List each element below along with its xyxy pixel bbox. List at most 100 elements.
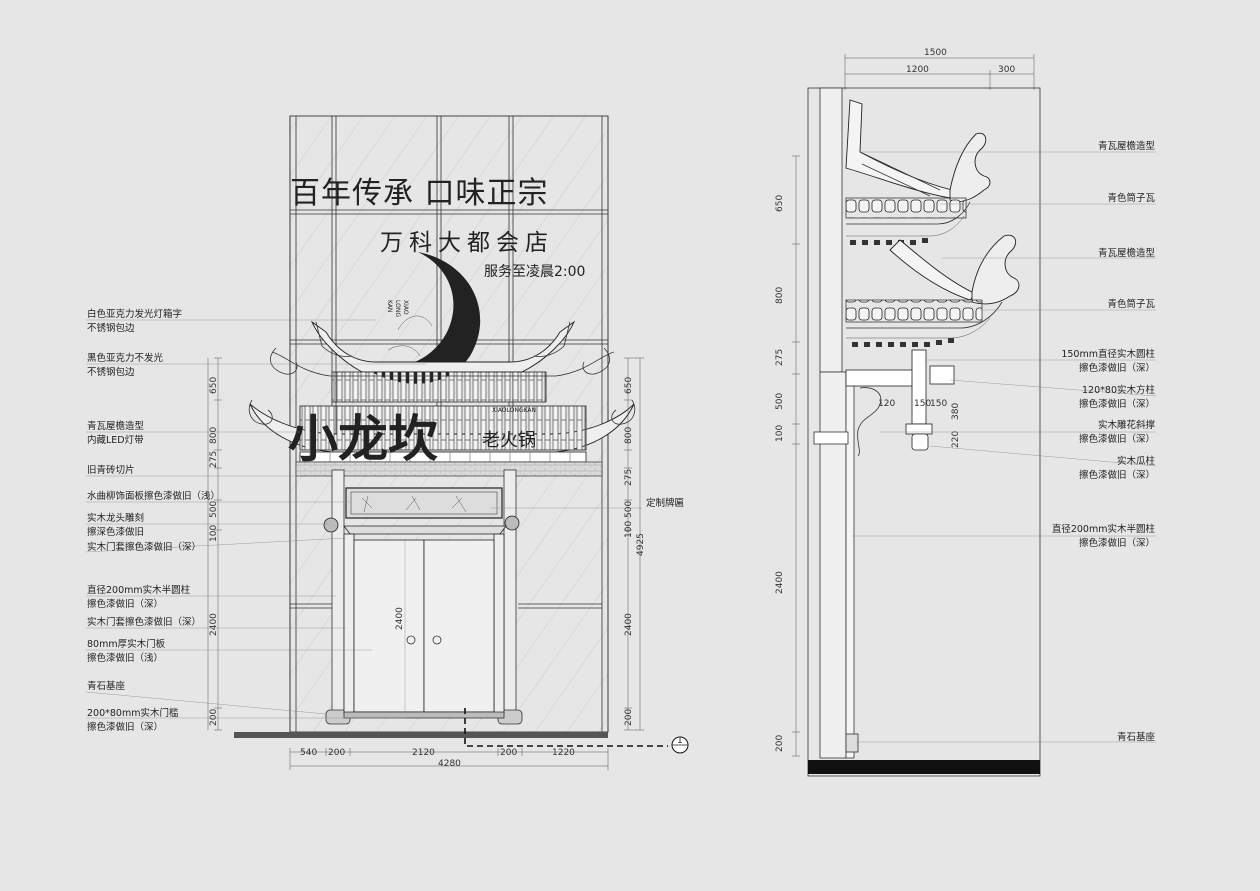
side-label-0-line1: 青瓦屋檐造型 [1098, 140, 1156, 152]
dim-right-0: 650 [624, 377, 634, 394]
side-dim-v-5: 2400 [775, 571, 785, 594]
side-dim-v-3: 500 [775, 393, 785, 410]
dim-right-1: 800 [624, 427, 634, 444]
lower-roof [248, 399, 636, 463]
side-dim-v-4: 100 [775, 425, 785, 442]
plaque-label: 定制牌匾 [646, 497, 685, 509]
side-label-8-line2: 擦色漆做旧（深） [1079, 537, 1155, 549]
plaque [345, 487, 503, 519]
dim-left-4: 100 [209, 525, 219, 542]
front-label-4-line1: 水曲柳饰面板擦色漆做旧（浅） [87, 490, 220, 502]
side-wall-lower [819, 371, 847, 759]
dim-left-2: 275 [209, 451, 219, 468]
dim-right-2: 275 [624, 469, 634, 486]
dim-left-1: 800 [209, 427, 219, 444]
side-label-1-line1: 青色筒子瓦 [1107, 192, 1155, 204]
side-label-9-line1: 青石基座 [1117, 731, 1156, 743]
front-label-7-line1: 直径200mm实木半圆柱 [87, 584, 191, 596]
section-mark-number: 1 [677, 736, 683, 746]
front-label-5-line1: 实木龙头雕刻 [87, 512, 144, 524]
side-upper-eave [845, 99, 991, 245]
moon-logo: XIAO LONG KAN [356, 252, 481, 384]
side-annotations: 青瓦屋檐造型 青色筒子瓦 青瓦屋檐造型 青色筒子瓦 150mm直径实木圆柱 擦色… [852, 140, 1157, 743]
side-inner-dim-4: 220 [951, 431, 961, 448]
dim-bottom-0: 540 [300, 748, 317, 758]
front-elevation: 百年传承 口味正宗 万科大都会店 服务至凌晨2:00 XIAO LONG KAN [85, 115, 689, 770]
front-label-11-line1: 200*80mm实木门槛 [87, 707, 179, 719]
door-frame: 2400 [343, 525, 507, 719]
side-wall [819, 87, 843, 373]
side-label-4-line2: 擦色漆做旧（深） [1079, 362, 1155, 374]
front-left-dimensions: 650 800 275 500 100 2400 200 [207, 357, 222, 731]
side-dim-top-0: 1200 [906, 65, 929, 75]
front-label-9-line1: 80mm厚实木门板 [87, 638, 166, 650]
front-label-10-line1: 青石基座 [87, 680, 126, 692]
front-label-11-line2: 擦色漆做旧（深） [87, 721, 163, 733]
door-height-dim: 2400 [395, 607, 405, 630]
side-base [845, 733, 859, 753]
side-bracket [845, 349, 955, 457]
side-inner-dim-3: 380 [951, 403, 961, 420]
front-label-8-line1: 实木门套擦色漆做旧（深） [87, 616, 201, 628]
front-label-3-line1: 旧青砖切片 [87, 464, 135, 476]
side-label-3-line1: 青色筒子瓦 [1107, 298, 1155, 310]
front-label-7-line2: 擦色漆做旧（深） [87, 598, 163, 610]
side-ground [808, 760, 1040, 774]
brand-latin-text: XIAOLONGKAN [492, 407, 536, 414]
side-label-6-line1: 实木雕花斜撑 [1098, 419, 1156, 431]
side-label-8-line1: 直径200mm实木半圆柱 [1052, 523, 1156, 535]
brand-subtitle-text: 老火锅 [482, 430, 536, 451]
side-column [845, 371, 855, 759]
side-dim-v-2: 275 [775, 349, 785, 366]
side-lower-eave [845, 234, 1020, 347]
dim-left-5: 2400 [209, 613, 219, 636]
side-label-7-line1: 实木瓜柱 [1117, 455, 1156, 467]
dim-bottom-4: 1220 [552, 748, 575, 758]
dragon-head-carving-right [504, 515, 520, 531]
front-label-5-line2: 擦深色漆做旧 [87, 526, 144, 538]
dim-left-3: 500 [209, 501, 219, 518]
dim-right-4: 100 [624, 521, 634, 538]
side-inner-dim-0: 120 [878, 399, 895, 409]
front-label-1-line2: 不锈钢包边 [87, 366, 135, 378]
side-label-5-line1: 120*80实木方柱 [1082, 384, 1155, 396]
front-label-0-line2: 不锈钢包边 [87, 322, 135, 334]
side-dim-v-6: 200 [775, 735, 785, 752]
logo-latin-long: LONG [394, 300, 401, 317]
ground-line [234, 732, 608, 738]
side-vertical-dimensions: 650 800 275 500 100 2400 200 [775, 155, 800, 757]
side-top-dimensions [844, 54, 1035, 90]
side-dim-top-total: 1500 [924, 48, 947, 58]
side-dim-v-1: 800 [775, 287, 785, 304]
dragon-head-carving-left [323, 517, 339, 533]
brick-band [295, 461, 603, 477]
dim-left-6: 200 [209, 709, 219, 726]
dim-left-0: 650 [209, 377, 219, 394]
upper-roof [270, 320, 615, 403]
side-label-4-line1: 150mm直径实木圆柱 [1061, 348, 1155, 360]
front-right-dimensions: 650 800 275 500 100 2400 200 4925 [624, 357, 646, 731]
dim-right-6: 200 [624, 709, 634, 726]
front-label-0-line1: 白色亚克力发光灯箱字 [87, 308, 182, 320]
front-label-2-line2: 内藏LED灯带 [87, 434, 144, 446]
store-branch-text: 万科大都会店 [380, 230, 554, 256]
side-dim-top-1: 300 [998, 65, 1015, 75]
dim-bottom-3: 200 [500, 748, 517, 758]
dim-bottom-2: 2120 [412, 748, 435, 758]
side-label-7-line2: 擦色漆做旧（深） [1079, 469, 1155, 481]
slogan-text: 百年传承 口味正宗 [290, 176, 549, 211]
brand-logo-text: 小龙坎 [288, 410, 438, 468]
side-label-2-line1: 青瓦屋檐造型 [1098, 247, 1156, 259]
dim-bottom-1: 200 [328, 748, 345, 758]
side-label-6-line2: 擦色漆做旧（深） [1079, 433, 1155, 445]
front-label-6-line1: 实木门套擦色漆做旧（深） [87, 541, 201, 553]
side-elevation: 1500 1200 300 [775, 48, 1157, 777]
front-label-9-line2: 擦色漆做旧（浅） [87, 652, 163, 664]
side-inner-dim-2: 150 [930, 399, 947, 409]
side-inner-dim-1: 150 [914, 399, 931, 409]
dim-right-5: 2400 [624, 613, 634, 636]
front-label-1-line1: 黑色亚克力不发光 [87, 352, 164, 364]
dim-bottom-total: 4280 [438, 759, 461, 769]
dim-total-height: 4925 [636, 533, 646, 556]
